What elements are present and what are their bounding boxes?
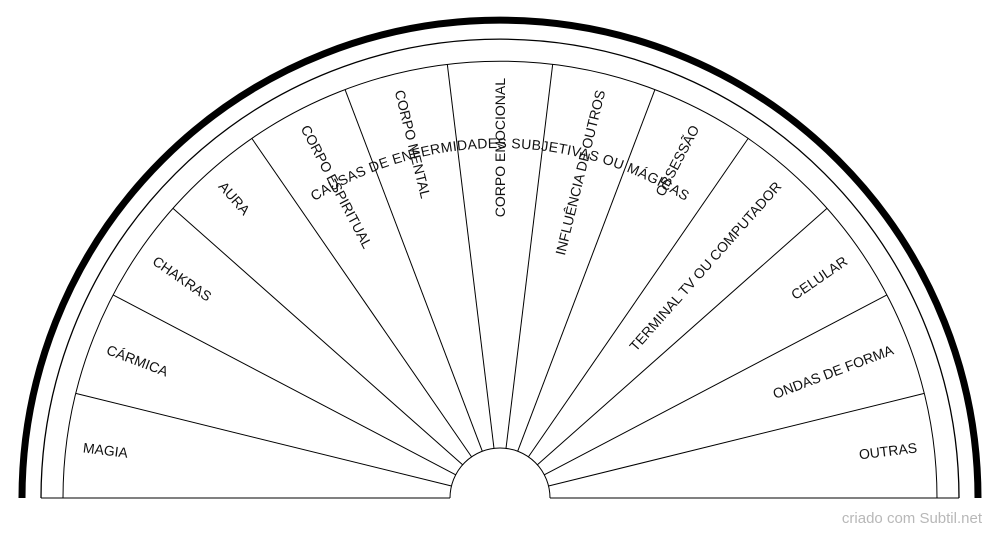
sector-divider bbox=[548, 392, 925, 487]
sector-label: AURA bbox=[216, 178, 254, 218]
sector-divider bbox=[527, 138, 749, 458]
sector-divider bbox=[75, 392, 452, 487]
title-ring-arc bbox=[62, 60, 938, 499]
center-hub-arc bbox=[449, 447, 551, 499]
sector-label: TERMINAL TV OU COMPUTADOR bbox=[626, 178, 784, 354]
sector-label: CELULAR bbox=[788, 253, 850, 303]
sector-divider bbox=[446, 64, 495, 449]
sector-label: ONDAS DE FORMA bbox=[771, 341, 897, 401]
sector-divider bbox=[505, 64, 554, 449]
sector-divider bbox=[537, 207, 828, 466]
sector-label: INFLUÊNCIA DE OUTROS bbox=[552, 88, 608, 256]
sector-divider bbox=[172, 207, 463, 466]
sector-label: CORPO EMOCIONAL bbox=[492, 78, 508, 217]
sector-divider bbox=[344, 89, 483, 452]
sector-label: CÁRMICA bbox=[104, 342, 171, 380]
sector-label: CHAKRAS bbox=[150, 253, 215, 305]
sector-label: OUTRAS bbox=[858, 439, 918, 462]
sector-divider bbox=[251, 138, 473, 458]
outer-rim bbox=[18, 16, 982, 499]
main-arc bbox=[40, 38, 960, 499]
sector-label: MAGIA bbox=[82, 439, 129, 460]
sector-divider bbox=[544, 294, 888, 476]
sector-divider bbox=[112, 294, 456, 476]
sector-divider bbox=[517, 89, 656, 452]
credit-footer: criado com Subtil.net bbox=[841, 510, 982, 527]
